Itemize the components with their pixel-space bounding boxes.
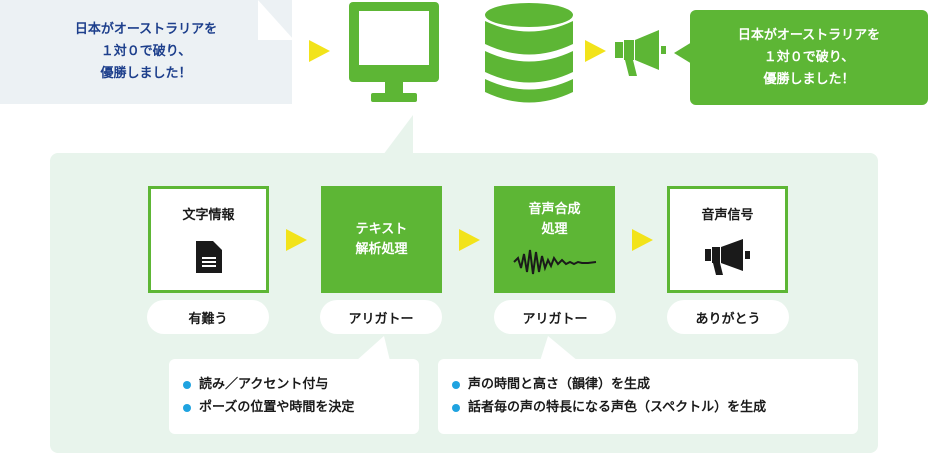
arrow-right-icon — [459, 229, 480, 251]
input-text-bubble: 日本がオーストラリアを １対０で破り、 優勝しました！ — [0, 0, 292, 104]
speech-synthesis-notes: 声の時間と高さ（韻律）を生成 話者毎の声の特長になる声色（スペクトル）を生成 — [438, 359, 858, 434]
sample-text: アリガトー — [348, 311, 414, 327]
step-text-input: 文字情報 — [148, 186, 269, 293]
bullet-icon — [183, 381, 191, 389]
step-speech-synthesis: 音声合成 処理 — [494, 186, 615, 293]
step-audio-signal: 音声信号 — [667, 186, 788, 293]
output-text-bubble: 日本がオーストラリアを １対０で破り、 優勝しました！ — [690, 10, 928, 105]
sample-pill: アリガトー — [320, 300, 442, 334]
note-text: 話者毎の声の特長になる声色（スペクトル）を生成 — [468, 400, 767, 415]
waveform-icon — [512, 249, 596, 275]
output-bubble-tail — [674, 42, 692, 64]
sample-text: ありがとう — [695, 311, 761, 327]
sample-pill: アリガトー — [494, 300, 616, 334]
panel-callout-tail — [383, 115, 413, 155]
bullet-icon — [452, 381, 460, 389]
arrow-right-icon — [286, 229, 307, 251]
note-item: 声の時間と高さ（韻律）を生成 — [452, 373, 858, 396]
arrow-right-icon — [632, 229, 653, 251]
step-label: 音声合成 処理 — [528, 202, 581, 237]
note-text: 読み／アクセント付与 — [199, 377, 329, 392]
step-text-analysis: テキスト 解析処理 — [321, 186, 442, 293]
computer-monitor-icon — [349, 2, 439, 102]
sample-text: 有難う — [188, 311, 228, 327]
bullet-icon — [452, 404, 460, 412]
note-tail — [356, 336, 390, 361]
step-label: 文字情報 — [182, 208, 235, 223]
sample-pill: 有難う — [147, 300, 269, 334]
step-label: テキスト 解析処理 — [355, 221, 408, 257]
megaphone-icon — [704, 239, 750, 275]
sample-text: アリガトー — [522, 311, 588, 327]
text-analysis-notes: 読み／アクセント付与 ポーズの位置や時間を決定 — [169, 359, 419, 434]
input-bubble-tail — [258, 0, 294, 40]
note-item: 話者毎の声の特長になる声色（スペクトル）を生成 — [452, 396, 858, 419]
note-tail — [540, 336, 578, 361]
megaphone-icon — [615, 30, 666, 76]
bullet-icon — [183, 404, 191, 412]
note-text: ポーズの位置や時間を決定 — [199, 400, 355, 415]
output-text: 日本がオーストラリアを １対０で破り、 優勝しました！ — [737, 27, 881, 87]
note-text: 声の時間と高さ（韻律）を生成 — [468, 377, 651, 392]
step-label: 音声信号 — [701, 208, 754, 223]
note-item: 読み／アクセント付与 — [183, 373, 419, 396]
arrow-right-icon — [309, 40, 330, 62]
note-item: ポーズの位置や時間を決定 — [183, 396, 419, 419]
input-text: 日本がオーストラリアを １対０で破り、 優勝しました！ — [74, 22, 218, 81]
arrow-right-icon — [585, 40, 606, 62]
document-icon — [195, 241, 222, 273]
sample-pill: ありがとう — [667, 300, 789, 334]
database-icon — [485, 3, 573, 103]
